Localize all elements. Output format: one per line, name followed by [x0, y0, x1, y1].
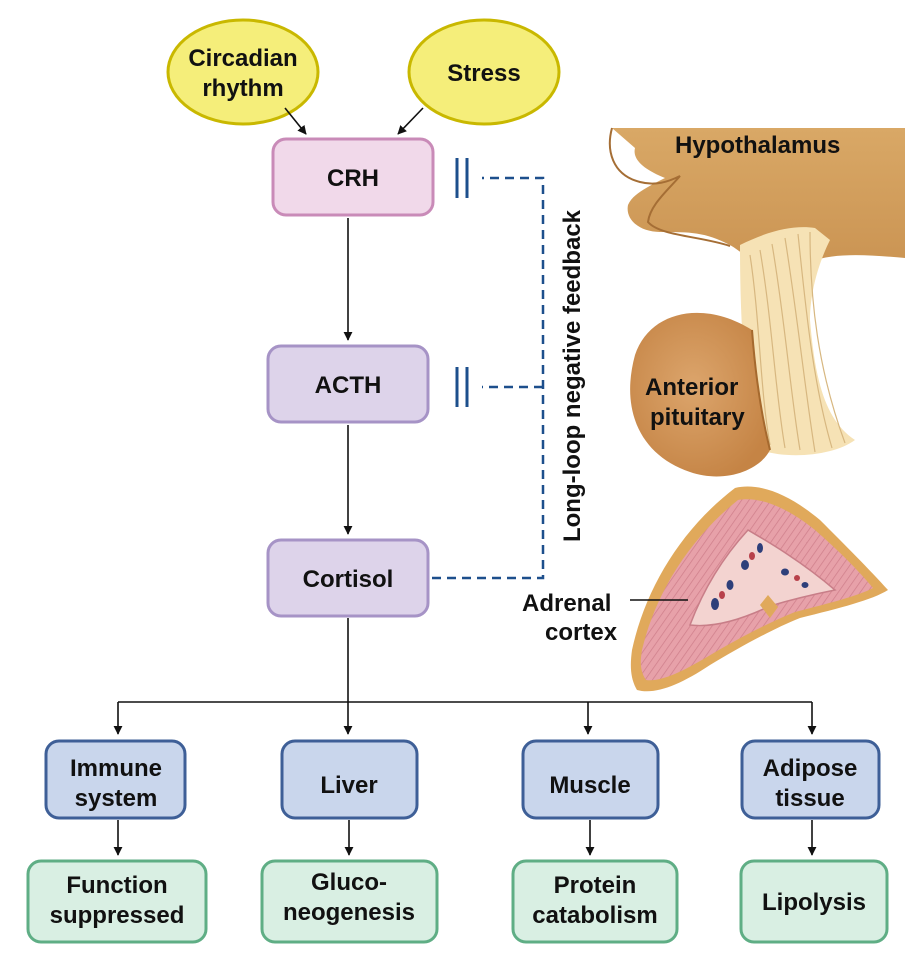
effect-protein-catabolism: Protein catabolism [511, 859, 679, 944]
organ-label-line1: Adipose [763, 755, 858, 782]
feedback-line-main [432, 176, 545, 580]
hypothalamus-illustration [608, 127, 905, 300]
cortisol-label: Cortisol [303, 566, 394, 593]
effect-label: Lipolysis [762, 889, 866, 916]
adrenal-cortex-label-line2: cortex [545, 619, 618, 646]
crh-label: CRH [327, 165, 379, 192]
circadian-to-crh-arrow [284, 107, 307, 135]
effect-label-line2: neogenesis [283, 899, 415, 926]
effect-function-suppressed: Function suppressed [26, 859, 208, 944]
stress-node: Stress [407, 18, 561, 126]
organ-label-line1: Immune [70, 755, 162, 782]
circadian-rhythm-label-line2: rhythm [202, 75, 283, 102]
hypothalamus-label: Hypothalamus [675, 132, 840, 159]
organ-immune-system: Immune system [44, 739, 187, 820]
adrenal-cortex-label-line1: Adrenal [522, 590, 611, 617]
circadian-rhythm-node: Circadian rhythm [166, 18, 320, 126]
effect-lipolysis: Lipolysis [739, 859, 889, 944]
cortisol-node: Cortisol [266, 538, 430, 618]
organ-liver: Liver [280, 739, 419, 820]
feedback-loop [432, 158, 545, 580]
cortisol-box [266, 538, 430, 618]
effect-label-line2: catabolism [532, 902, 657, 929]
effect-label-line1: Protein [554, 872, 637, 899]
organ-label: Liver [320, 772, 377, 799]
organ-adipose-tissue: Adipose tissue [740, 739, 881, 820]
pituitary-stalk [740, 227, 855, 456]
acth-node: ACTH [266, 344, 430, 424]
stress-to-crh-arrow [397, 107, 424, 135]
anterior-pituitary-label-line2: pituitary [650, 404, 745, 431]
effect-arrows [113, 820, 817, 856]
feedback-label: Long-loop negative feedback [559, 209, 586, 542]
crh-box [271, 137, 435, 217]
effect-label-line1: Gluco- [311, 869, 387, 896]
stress-ellipse [407, 18, 561, 126]
stress-label: Stress [447, 60, 520, 87]
organ-label: Muscle [549, 772, 630, 799]
effect-gluconeogenesis: Gluco- neogenesis [260, 859, 439, 944]
effect-label-line2: suppressed [50, 902, 185, 929]
acth-box [266, 344, 430, 424]
circadian-rhythm-ellipse [166, 18, 320, 126]
cortisol-distribution [113, 618, 817, 735]
crh-node: CRH [271, 137, 435, 217]
anterior-pituitary-label-line1: Anterior [645, 374, 738, 401]
effect-label-line1: Function [66, 872, 167, 899]
organ-label-line2: tissue [775, 785, 844, 812]
organ-label-line2: system [75, 785, 158, 812]
adrenal-cortex-illustration [630, 486, 888, 692]
circadian-rhythm-label-line1: Circadian [188, 45, 297, 72]
organ-muscle: Muscle [521, 739, 660, 820]
anterior-pituitary-illustration [630, 312, 771, 477]
acth-label: ACTH [315, 372, 382, 399]
